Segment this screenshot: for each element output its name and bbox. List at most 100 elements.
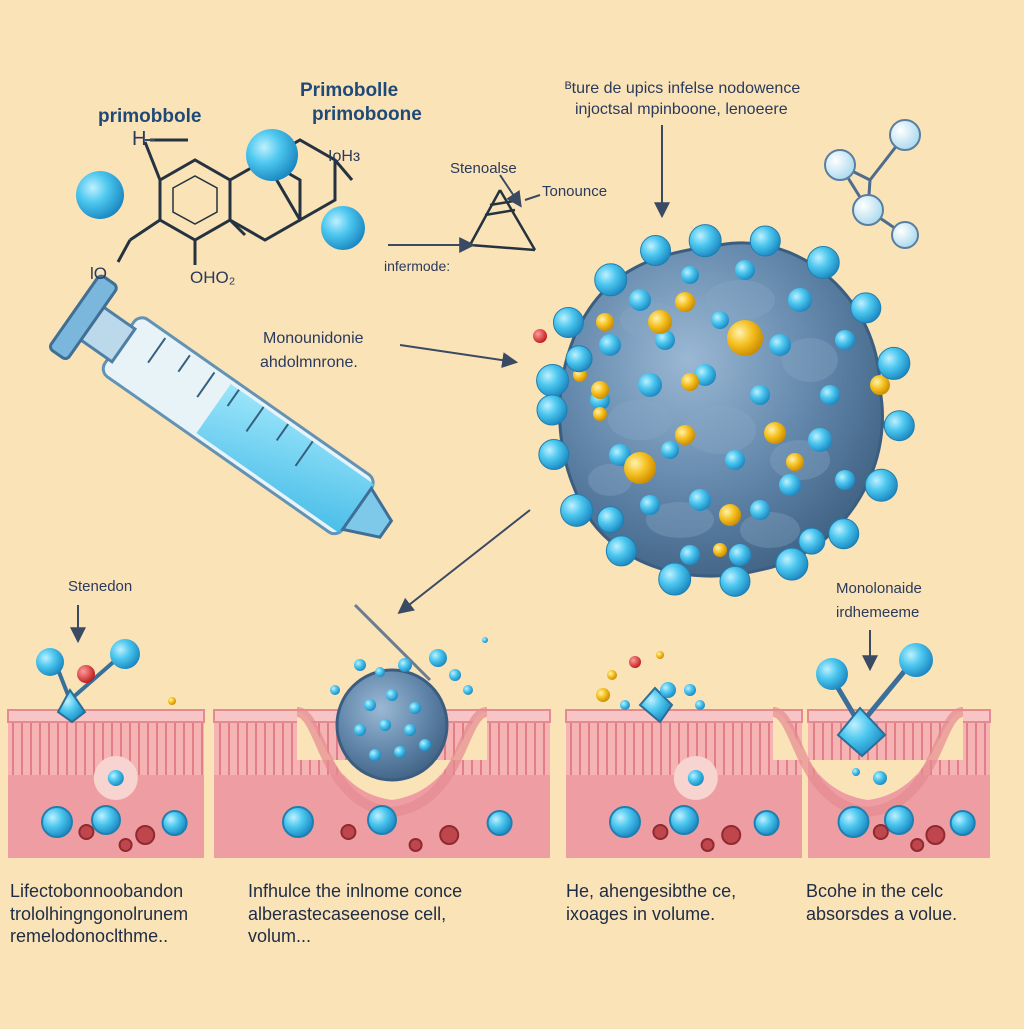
blue-molecule-dot (661, 441, 679, 459)
infermode-label: infermode: (384, 258, 451, 274)
mono-right-label-line2: irdhemeeme (836, 604, 920, 621)
tissue-red-cell (118, 838, 133, 852)
cell-texture (588, 464, 632, 496)
tissue-red-cell (652, 824, 669, 840)
cell-texture (608, 400, 672, 440)
blue-molecule-dot (735, 260, 755, 280)
caption-line: absorsdes a volue. (806, 903, 958, 924)
spike-head (536, 394, 568, 426)
tissue-red-cell (439, 825, 460, 845)
blue-molecule-dot (835, 470, 855, 490)
tissue-red-cell (872, 824, 889, 840)
tissue-blue-cell (41, 806, 73, 838)
spike-head (565, 345, 593, 373)
caption-line: volum... (248, 926, 312, 946)
molecule-label-lo: lO (90, 264, 107, 283)
spike-head (552, 307, 584, 338)
tissue-red-cell (700, 838, 715, 852)
tissue-red-cell (135, 825, 156, 845)
molecule-label-h: H (132, 128, 147, 150)
tissue-red-cell (910, 838, 925, 852)
floating-molecule (398, 658, 412, 672)
yellow-receptor-dot (675, 425, 695, 445)
yellow-receptor-dot (719, 504, 741, 526)
blue-molecule-dot (820, 385, 840, 405)
cell-texture (740, 512, 800, 548)
floating-molecule (375, 667, 385, 677)
tissue-panel (771, 707, 991, 858)
compound-title-primobbole: primobbole (98, 106, 202, 127)
syringe-liquid (196, 383, 375, 534)
mono-right-label-line1: Monolonaide (836, 580, 922, 597)
caption-line: Bcohe in the celc (806, 881, 944, 901)
spike-head (798, 527, 826, 555)
tissue-blue-cell (609, 806, 641, 838)
tissue-blue-cell (161, 810, 188, 836)
blue-molecule-dot (640, 495, 660, 515)
top-right-label-line1: ᴮture de upics infelse nodowence (565, 80, 801, 97)
tissue-blue-cell (753, 810, 780, 836)
blue-molecule-dot (609, 444, 631, 466)
tissue-molecules (36, 637, 933, 785)
blue-molecule-dot (599, 334, 621, 356)
caption-line: alberastecaseenose cell, (248, 903, 447, 924)
floating-molecule (629, 656, 641, 668)
caption-panel-3: He, ahengesibthe ce, ixoages in volume. (566, 880, 736, 925)
spike-head (775, 547, 809, 581)
spike-head (688, 224, 722, 258)
cell-texture (705, 280, 775, 320)
floating-molecule (482, 637, 488, 643)
spike-head (594, 263, 628, 297)
small-molecule-sketch (468, 189, 537, 252)
blue-molecule-dot (750, 385, 770, 405)
small-cell-dot (354, 724, 366, 736)
blue-molecule-dot (711, 311, 729, 329)
yellow-receptor-dot (591, 381, 609, 399)
small-cell-dot (394, 746, 406, 758)
atom-blue (246, 129, 298, 181)
compound-title-primobolle: Primobolle (300, 80, 399, 101)
blue-molecule-dot (729, 544, 751, 566)
syringe-needle (353, 603, 432, 682)
floating-molecule (330, 685, 340, 695)
small-cell-dot (386, 689, 398, 701)
spike-head (536, 363, 570, 397)
cell-texture (684, 406, 756, 454)
yellow-receptor-dot (675, 292, 695, 312)
floating-molecule (354, 659, 366, 671)
small-cell-dot (369, 749, 381, 761)
spike-head (538, 439, 570, 471)
blue-molecule-dot (689, 489, 711, 511)
spike-head (828, 518, 860, 550)
yellow-receptor-dot (596, 313, 614, 331)
tissue-blue-cell (367, 805, 397, 835)
tissue-dip (297, 712, 487, 800)
blue-molecule-dot (779, 474, 801, 496)
yellow-receptor-dot (870, 375, 890, 395)
tissue-blue-cell (91, 805, 121, 835)
small-cell-dot (364, 699, 376, 711)
small-cell-dot (404, 724, 416, 736)
tissue-vesicle-core (687, 770, 704, 786)
blue-molecule-dot (808, 428, 832, 452)
caption-panel-4: Bcohe in the celc absorsdes a volue. (806, 880, 957, 925)
yellow-receptor-dot (593, 407, 607, 421)
floating-molecule (607, 670, 617, 680)
yellow-receptor-dot (713, 543, 727, 557)
floating-molecule (449, 669, 461, 681)
tissue-panel (565, 709, 803, 858)
cell-texture (646, 502, 714, 538)
tonounce-label: Tonounce (542, 183, 608, 200)
yellow-receptor-dot (786, 453, 804, 471)
caption-line: remelodonoclthme.. (10, 926, 169, 946)
tissue-panel (213, 707, 551, 858)
tissue-dip-edge (771, 707, 965, 818)
spike-head (806, 246, 840, 280)
tissue-red-cell (925, 825, 946, 845)
blue-molecule-dot (694, 364, 716, 386)
syringe-icon (49, 274, 432, 682)
spike-head (877, 346, 911, 380)
floating-molecule (429, 649, 447, 667)
